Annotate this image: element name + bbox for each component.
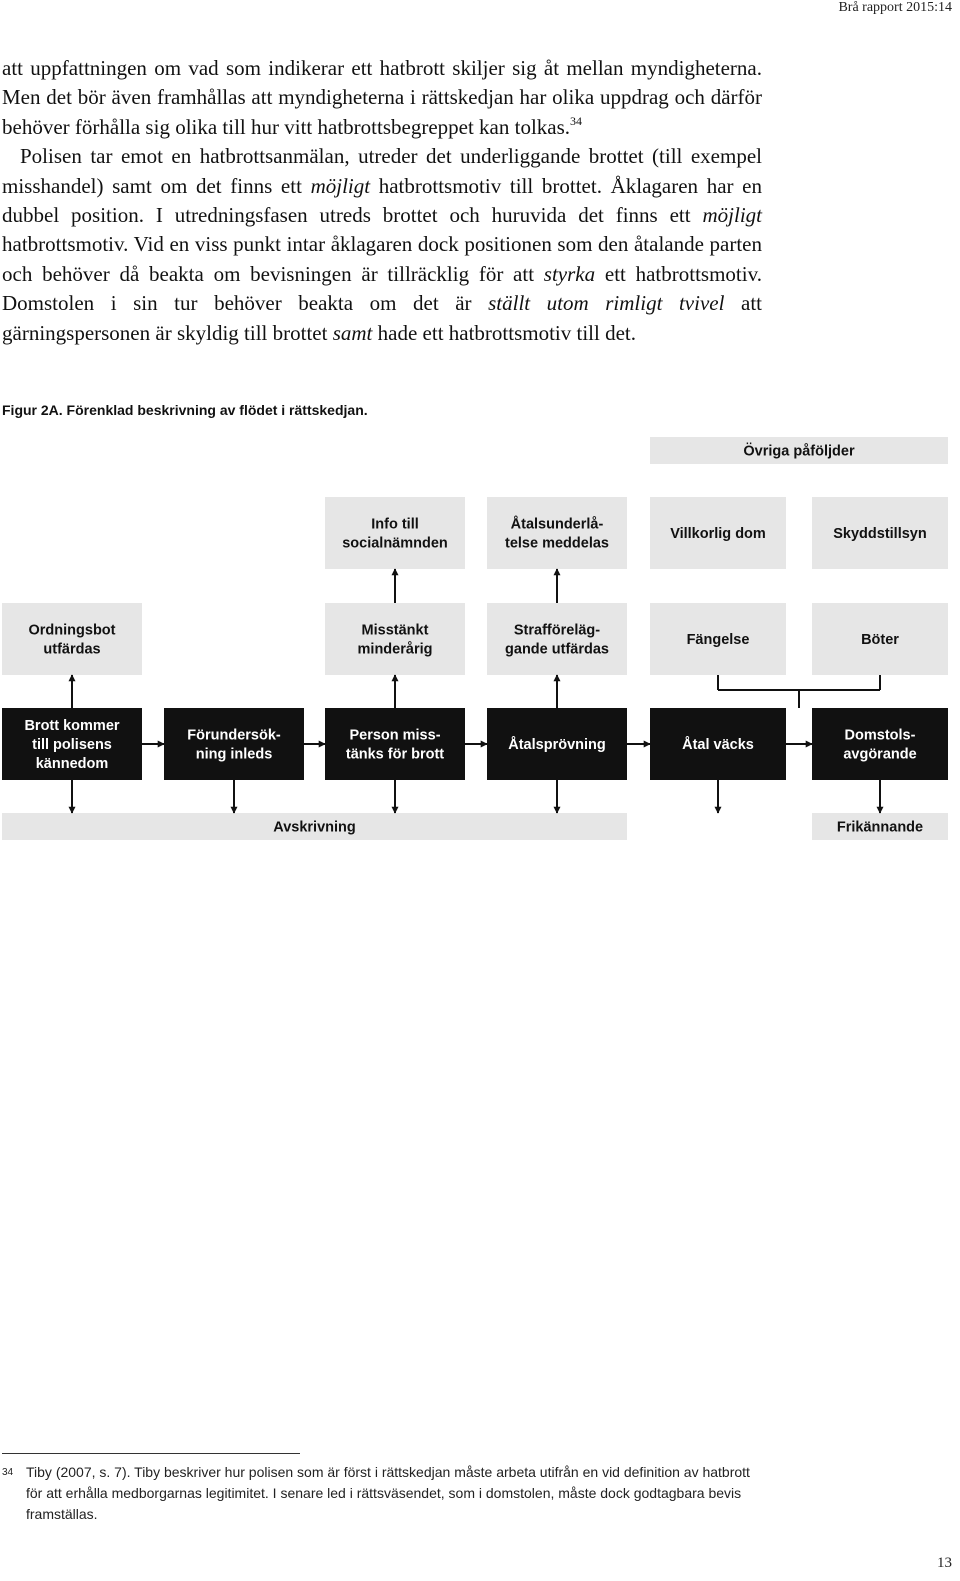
flow-box-bg: [812, 708, 948, 780]
flow-box-atalsunderlatelse: Åtalsunderlå-telse meddelas: [487, 497, 627, 569]
flow-box-label: Brott kommer: [24, 718, 119, 734]
flow-box-label: Skyddstillsyn: [833, 526, 926, 542]
flow-box-label: till polisens: [32, 737, 112, 753]
flow-box-label: telse meddelas: [505, 536, 609, 552]
flow-box-avskrivning: Avskrivning: [2, 813, 627, 840]
flow-box-label: utfärdas: [43, 642, 100, 658]
flow-box-bg: [325, 708, 465, 780]
flow-box-bg: [650, 708, 786, 780]
paragraph-1: att uppfattningen om vad som indikerar e…: [2, 56, 762, 139]
flow-box-bg: [650, 497, 786, 569]
flow-box-atalsprovning: Åtalsprövning: [487, 708, 627, 780]
flow-box-label: socialnämnden: [342, 536, 448, 552]
paragraph-2: Polisen tar emot en hatbrottsanmälan, ut…: [2, 144, 763, 345]
flow-box-label: Person miss-: [349, 728, 440, 744]
flow-box-label: Fängelse: [687, 632, 750, 648]
page-number: 13: [937, 1555, 952, 1571]
footnote-ref[interactable]: 34: [570, 113, 583, 128]
flow-box-label: gande utfärdas: [505, 642, 609, 658]
footnote-number: 34: [2, 1467, 14, 1478]
flow-box-label: Villkorlig dom: [670, 526, 766, 542]
flow-box-villkorlig: Villkorlig dom: [650, 497, 786, 569]
flow-box-bg: [325, 497, 465, 569]
flow-box-label: Strafföreläg-: [514, 623, 600, 639]
body-text: att uppfattningen om vad som indikerar e…: [2, 54, 762, 348]
flow-box-label: ning inleds: [196, 747, 273, 763]
flow-box-misstankt-minderarig: Misstänkt minderårig: [325, 603, 465, 675]
flow-box-strafforelaggande: Strafföreläg-gande utfärdas: [487, 603, 627, 675]
flow-box-bg: [650, 603, 786, 675]
flow-box-brott: Brott kommer till polisens kännedom: [2, 708, 142, 780]
flow-box-bg: [487, 603, 627, 675]
flow-box-info: Info till socialnämnden: [325, 497, 465, 569]
flow-box-bg: [2, 708, 142, 780]
flow-box-bg: [164, 708, 304, 780]
flow-box-label: Förundersök-: [187, 728, 281, 744]
footnote: 34 Tiby (2007, s. 7). Tiby beskriver hur…: [2, 1462, 762, 1525]
flow-box-label: Åtalsprövning: [508, 736, 605, 753]
flow-box-bg: [812, 813, 948, 840]
flow-box-ovriga: Övriga påföljder: [650, 437, 948, 464]
figure-caption: Figur 2A. Förenklad beskrivning av flöde…: [2, 402, 368, 418]
flow-box-bg: [2, 603, 142, 675]
flow-box-label: Övriga påföljder: [743, 443, 855, 460]
flow-box-label: avgörande: [843, 747, 916, 763]
flow-box-label: Åtalsunderlå-: [511, 516, 604, 533]
flow-box-bg: [650, 437, 948, 464]
flow-box-fangelse: Fängelse: [650, 603, 786, 675]
flow-box-skyddstillsyn: Skyddstillsyn: [812, 497, 948, 569]
flow-box-label: Avskrivning: [273, 820, 355, 836]
flow-box-frikannande: Frikännande: [812, 813, 948, 840]
flow-box-bg: [325, 603, 465, 675]
flow-box-label: Ordningsbot: [29, 623, 116, 639]
flow-box-forundersokning: Förundersök-ning inleds: [164, 708, 304, 780]
flow-box-label: Misstänkt: [362, 623, 429, 639]
footnote-text: Tiby (2007, s. 7). Tiby beskriver hur po…: [26, 1464, 750, 1522]
flow-box-bg: [812, 603, 948, 675]
flow-box-label: Böter: [861, 632, 899, 648]
flow-box-bg: [487, 497, 627, 569]
flow-box-label: Åtal väcks: [682, 736, 754, 753]
flow-box-atal-vacks: Åtal väcks: [650, 708, 786, 780]
footnote-rule: [2, 1453, 300, 1454]
flow-box-bg: [2, 813, 627, 840]
flow-box-label: Frikännande: [837, 820, 923, 836]
flow-box-label: tänks för brott: [346, 747, 444, 763]
flow-box-label: Info till: [371, 517, 419, 533]
flow-box-label: kännedom: [36, 756, 109, 772]
flow-box-label: minderårig: [358, 642, 433, 658]
flow-box-domstol: Domstols-avgörande: [812, 708, 948, 780]
flow-box-ordningsbot: Ordningsbot utfärdas: [2, 603, 142, 675]
flow-box-bg: [487, 708, 627, 780]
flow-box-person: Person miss-tänks för brott: [325, 708, 465, 780]
flow-box-label: Domstols-: [845, 728, 916, 744]
flow-box-boter: Böter: [812, 603, 948, 675]
running-head: Brå rapport 2015:14: [838, 0, 952, 15]
flow-box-bg: [812, 497, 948, 569]
